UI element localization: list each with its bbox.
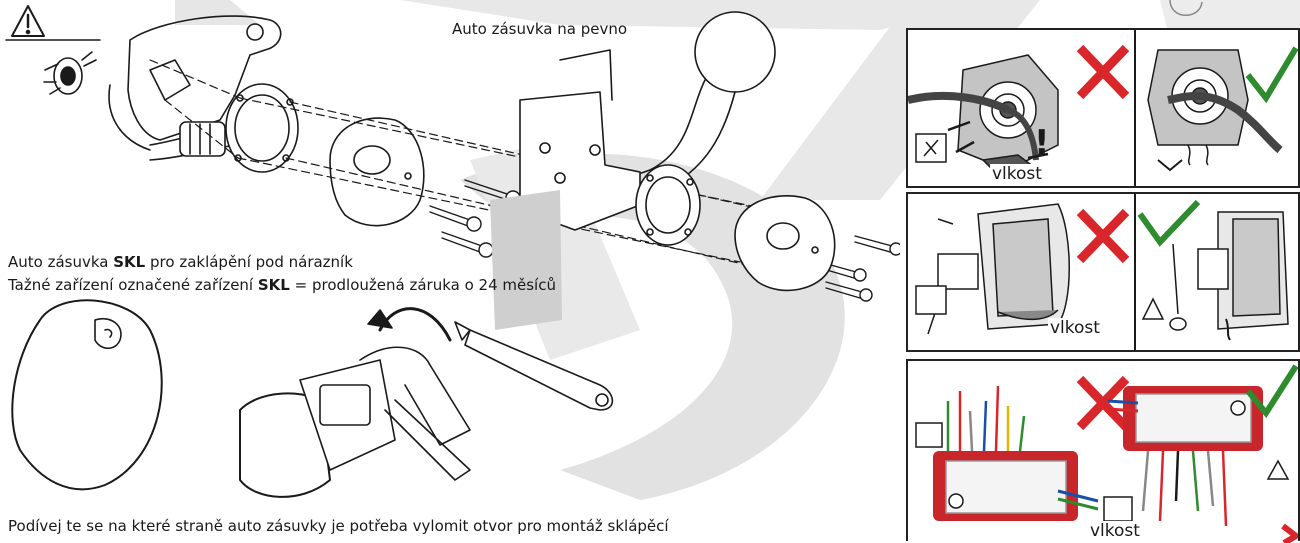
decorative-mark — [1169, 0, 1203, 16]
moisture-label-2: vlkost — [1048, 318, 1102, 338]
panel-module-orientation: vlkost — [906, 359, 1300, 543]
skl-warranty-label: Tažné zařízení označené zařízení SKL = p… — [8, 276, 556, 294]
check-icon — [1245, 46, 1298, 104]
cross-icon — [1076, 44, 1130, 100]
cross-icon — [1076, 375, 1130, 431]
exclamation-mark: ! — [1034, 123, 1050, 163]
fixed-socket-label: Auto zásuvka na pevno — [452, 20, 628, 38]
check-icon — [1245, 364, 1298, 419]
eye-warning-icon — [43, 51, 97, 95]
bottom-instruction-text: Podívej te se na které straně auto zásuv… — [8, 517, 669, 535]
cross-icon — [1076, 208, 1130, 264]
assembly-drawing — [5, 5, 900, 498]
moisture-label-1: vlkost — [990, 164, 1044, 184]
warning-triangle-icon — [5, 5, 101, 41]
skl-socket-label: Auto zásuvka SKL pro zaklápění pod náraz… — [8, 253, 353, 271]
moisture-label-3: vlkost — [1088, 521, 1142, 541]
panel-drain-orientation: vlkost — [906, 192, 1300, 352]
panel-seal-orientation: ! vlkost — [906, 28, 1300, 188]
check-icon — [1137, 199, 1201, 247]
